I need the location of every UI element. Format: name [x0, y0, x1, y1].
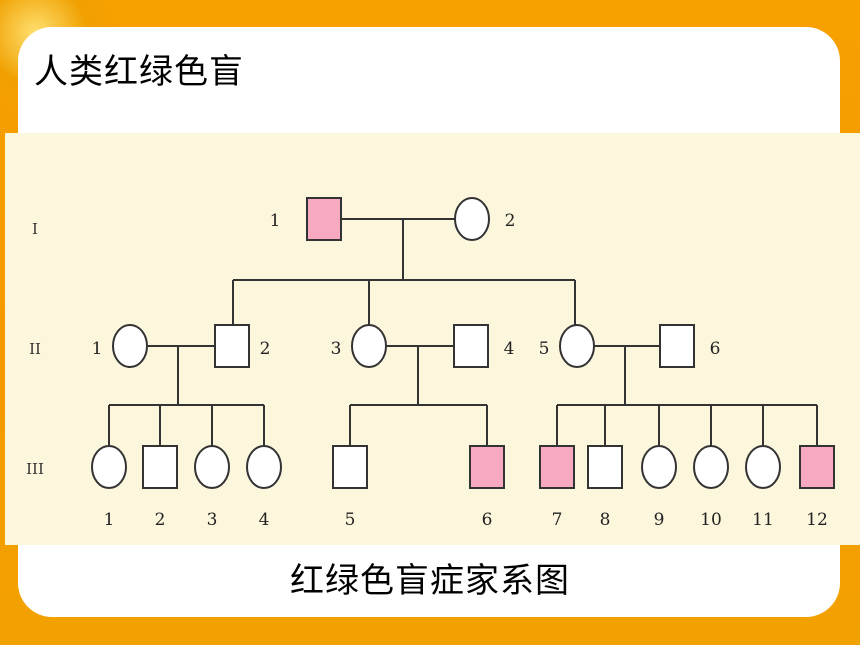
person-label-III-10: 10: [700, 510, 722, 530]
person-label-I-1: 1: [270, 211, 281, 231]
slide-title: 人类红绿色盲: [34, 52, 244, 92]
person-label-III-8: 8: [600, 510, 611, 530]
person-label-II-6: 6: [710, 339, 721, 359]
person-III-9: [641, 445, 677, 489]
figure-caption: 红绿色盲症家系图: [290, 561, 570, 601]
person-II-6: [659, 324, 695, 368]
generation-label-II: II: [29, 340, 41, 358]
person-II-1: [112, 324, 148, 368]
person-label-III-5: 5: [345, 510, 356, 530]
person-II-3: [351, 324, 387, 368]
person-label-II-1: 1: [92, 339, 103, 359]
person-label-III-2: 2: [155, 510, 166, 530]
person-label-II-5: 5: [539, 339, 550, 359]
person-II-4: [453, 324, 489, 368]
person-III-1: [91, 445, 127, 489]
person-II-5: [559, 324, 595, 368]
person-III-8: [587, 445, 623, 489]
person-III-12: [799, 445, 835, 489]
person-III-2: [142, 445, 178, 489]
person-I-1: [306, 197, 342, 241]
person-III-7: [539, 445, 575, 489]
person-label-III-4: 4: [259, 510, 270, 530]
person-label-I-2: 2: [505, 211, 516, 231]
person-label-III-3: 3: [207, 510, 218, 530]
person-III-5: [332, 445, 368, 489]
person-III-3: [194, 445, 230, 489]
person-label-III-7: 7: [552, 510, 563, 530]
person-II-2: [214, 324, 250, 368]
person-label-III-6: 6: [482, 510, 493, 530]
generation-label-III: III: [26, 460, 44, 478]
person-label-III-11: 11: [752, 510, 774, 530]
person-I-2: [454, 197, 490, 241]
person-III-10: [693, 445, 729, 489]
person-III-4: [246, 445, 282, 489]
person-label-II-4: 4: [504, 339, 515, 359]
person-label-II-3: 3: [331, 339, 342, 359]
person-III-11: [745, 445, 781, 489]
person-III-6: [469, 445, 505, 489]
generation-label-I: I: [32, 220, 38, 238]
person-label-III-1: 1: [104, 510, 115, 530]
person-label-II-2: 2: [260, 339, 271, 359]
person-label-III-9: 9: [654, 510, 665, 530]
person-label-III-12: 12: [806, 510, 828, 530]
